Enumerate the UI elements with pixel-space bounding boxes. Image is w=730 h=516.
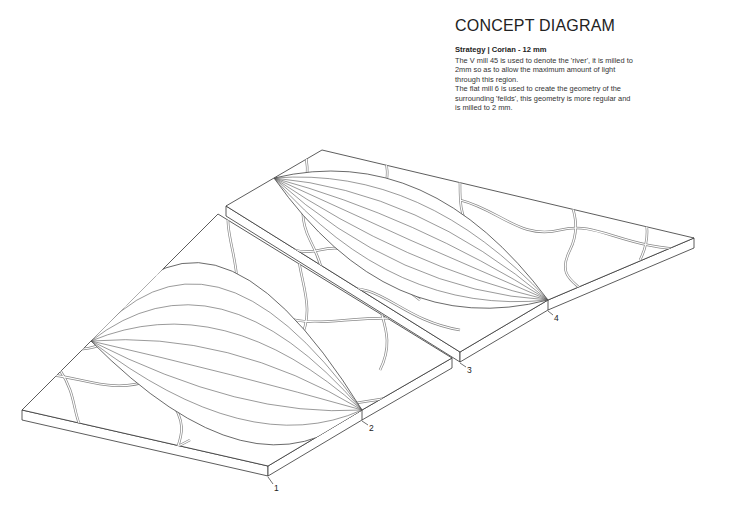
diagram-title: CONCEPT DIAGRAM: [455, 16, 637, 35]
left-board: [10, 200, 470, 480]
note-text: The V mill 45 is used to denote the 'riv…: [455, 56, 637, 84]
leader-lines: [268, 311, 553, 484]
callout-number: 2: [369, 423, 374, 433]
callout-number: 3: [467, 365, 472, 375]
callout-number: 4: [554, 313, 559, 323]
strategy-heading: Strategy | Corian - 12 mm: [455, 45, 637, 55]
callout-number: 1: [274, 483, 279, 493]
text-block: CONCEPT DIAGRAM Strategy | Corian - 12 mm…: [455, 16, 637, 112]
note-text: The flat mill 6 is used to create the ge…: [455, 84, 637, 112]
